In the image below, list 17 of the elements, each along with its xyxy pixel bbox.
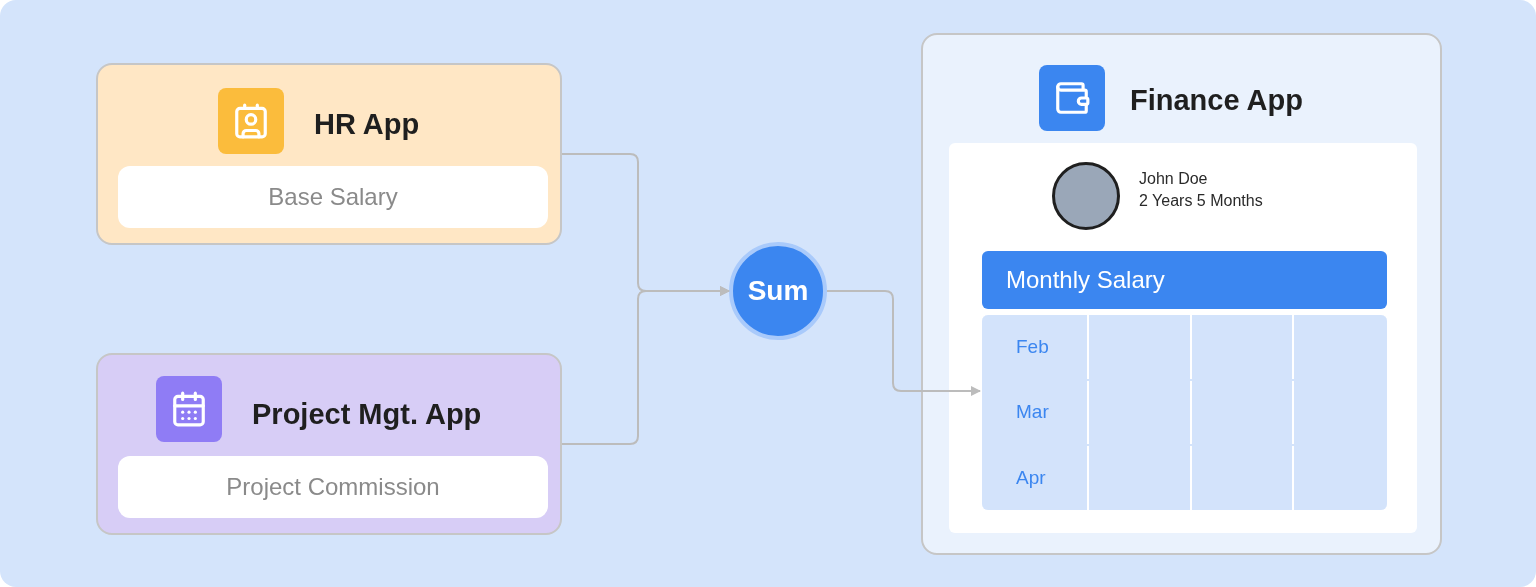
table-cell: Mar [982,380,1088,445]
salary-table [982,251,1387,510]
arrow [826,290,981,396]
table-header: Monthly Salary [982,251,1387,309]
profile-text: John Doe [1139,169,1209,189]
app-title: Project Mgt. App [252,397,482,432]
table-cell: Apr [982,446,1088,510]
profile-text: 2 Years 5 Months [1139,191,1263,211]
app-title: Finance App [1130,83,1303,118]
value-field: Base Salary [118,166,548,228]
app-card [96,63,562,245]
app-card [96,353,562,535]
value-field: Project Commission [118,456,548,518]
app-panel [921,33,1442,555]
app-title: HR App [314,107,420,142]
table-cell: Feb [982,315,1088,379]
arrow [561,286,730,445]
